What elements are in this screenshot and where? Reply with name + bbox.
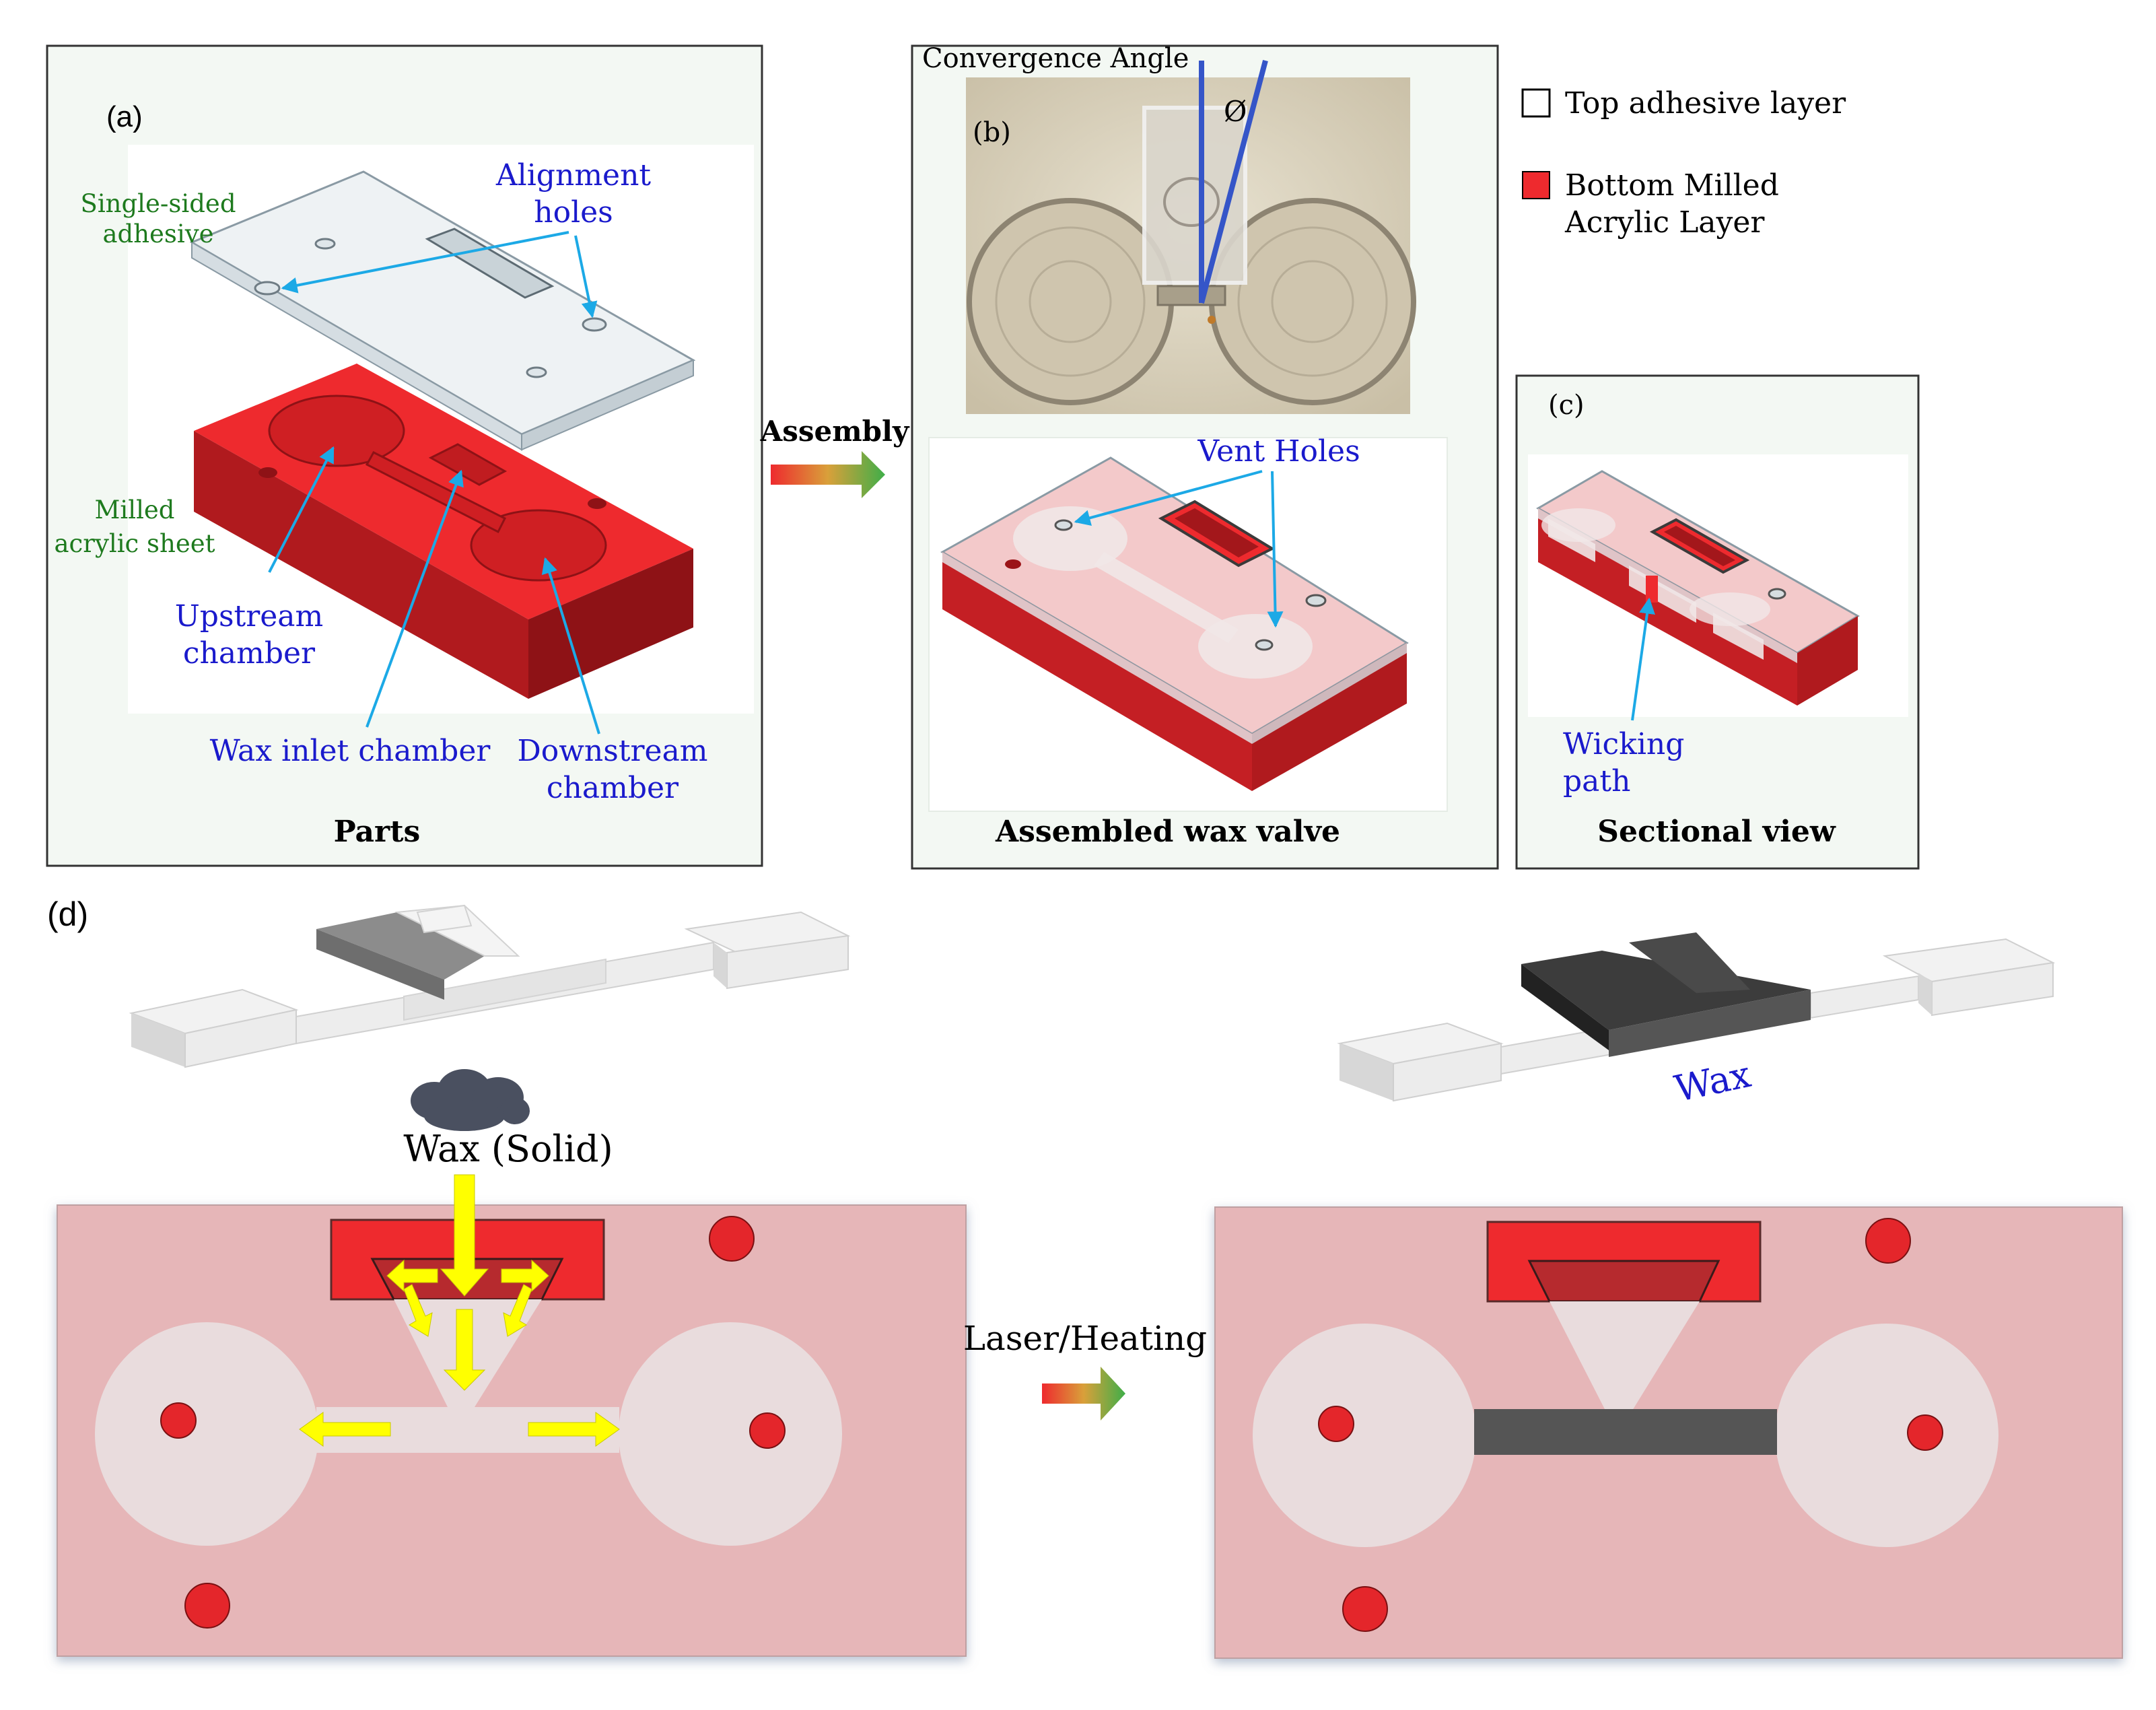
convergence-funnel	[1550, 1301, 1700, 1410]
alignment-label-line1: Alignment	[495, 158, 652, 193]
alignment-hole	[582, 317, 607, 332]
wicking-path-shape	[1646, 576, 1658, 603]
assembled-upstream-chamber	[1013, 506, 1127, 571]
milled-label-line1: Milled	[95, 495, 175, 524]
assembly-arrow-shape	[771, 451, 885, 498]
wax-plug	[1474, 1409, 1777, 1455]
adhesive-slot	[425, 228, 555, 299]
flow-arrow-diag	[403, 1284, 433, 1337]
panel-c-caption: Sectional view	[1597, 815, 1836, 849]
wax-inlet-arrow	[366, 469, 464, 728]
alignment-hole	[526, 366, 547, 378]
flow-arrow-upstream	[299, 1412, 391, 1447]
assembly-arrow: Assembly	[760, 415, 910, 498]
angle-symbol: Ø	[1224, 95, 1247, 128]
panel-b-caption: Assembled wax valve	[995, 815, 1340, 849]
vent-hole	[749, 1412, 786, 1449]
channel-3d-wax	[1337, 932, 2056, 1102]
flow-arrow-down	[440, 1174, 489, 1297]
upstream-chamber-2d	[95, 1322, 318, 1546]
panel-d: (d)	[47, 895, 2123, 1659]
vent-arrow	[1267, 471, 1284, 628]
valve-photo	[966, 59, 1416, 414]
convergence-label: Convergence Angle	[922, 43, 1189, 74]
alignment-hole-2d	[184, 1583, 230, 1629]
alignment-hole	[258, 467, 277, 478]
vent-hole	[1907, 1414, 1943, 1451]
alignment-label-line2: holes	[534, 195, 613, 230]
chip-after-heating	[1214, 1206, 2123, 1659]
upstream-chamber-2d	[1253, 1324, 1476, 1547]
panel-b-label: (b)	[973, 117, 1011, 148]
photo-channel	[1156, 285, 1226, 306]
flow-arrow-downstream	[528, 1412, 620, 1447]
legend-swatch-acrylic	[1522, 171, 1550, 199]
vent-arrow	[1074, 470, 1263, 526]
milled-label-line2: acrylic sheet	[54, 529, 215, 558]
upstream-label-line1: Upstream	[175, 599, 324, 634]
panel-d-label: (d)	[47, 895, 88, 933]
downstream-label-line2: chamber	[547, 771, 679, 805]
channel-3d-empty	[129, 904, 851, 1068]
legend-label-acrylic-line1: Bottom Milled	[1565, 168, 1779, 203]
downstream-label-line1: Downstream	[517, 734, 707, 768]
legend-label-acrylic-line2: Acrylic Layer	[1564, 205, 1765, 240]
wax-solid-cloud	[411, 1069, 530, 1131]
assembled-valve	[940, 456, 1409, 791]
upstream-label-line2: chamber	[183, 636, 316, 671]
adhesive-label-line1: Single-sided	[80, 189, 236, 218]
upstream-chamber	[268, 395, 405, 467]
wax-flow-arrows	[299, 1174, 620, 1447]
wicking-label-line2: path	[1563, 764, 1630, 798]
adhesive-label-line2: adhesive	[102, 219, 213, 248]
heating-label: Laser/Heating	[963, 1319, 1207, 1358]
alignment-hole	[588, 498, 606, 509]
wax-solid-label: Wax (Solid)	[403, 1128, 613, 1170]
vent-hole	[1318, 1406, 1354, 1442]
downstream-chamber-2d	[1775, 1324, 1998, 1547]
panel-a-caption: Parts	[334, 815, 421, 849]
downstream-arrow	[541, 557, 600, 734]
legend-swatch-adhesive	[1521, 88, 1551, 118]
alignment-hole-2d	[1865, 1218, 1911, 1264]
alignment-hole-2d	[709, 1216, 755, 1262]
legend: Top adhesive layer Bottom Milled Acrylic…	[1521, 86, 1846, 240]
panel-b: Convergence Angle Ø (b) Vent Holes Assem…	[911, 43, 1499, 870]
panel-c: (c) Wicking path Sectional view	[1515, 374, 1920, 870]
adhesive-sheet	[189, 170, 696, 451]
wicking-arrow	[1631, 597, 1655, 721]
alignment-arrow	[574, 235, 598, 318]
wax-inlet-label: Wax inlet chamber	[210, 734, 491, 768]
assembly-label: Assembly	[760, 415, 910, 448]
chip-before-heating	[57, 1204, 967, 1657]
flow-arrow-diag	[503, 1284, 532, 1337]
convergence-line	[1199, 59, 1268, 304]
downstream-chamber-2d	[619, 1322, 842, 1546]
upstream-arrow	[268, 446, 335, 573]
channel	[365, 451, 507, 534]
milled-acrylic-block	[194, 364, 693, 699]
legend-label-adhesive: Top adhesive layer	[1565, 86, 1846, 121]
sectional-block	[1535, 470, 1860, 706]
panel-a-label: (a)	[106, 100, 143, 133]
alignment-hole-2d	[1342, 1586, 1388, 1632]
vent-hole	[160, 1402, 197, 1439]
vent-label: Vent Holes	[1197, 434, 1360, 469]
panel-a: (a) Single-sided	[46, 44, 763, 867]
alignment-hole	[254, 281, 281, 296]
alignment-hole	[314, 238, 336, 250]
panel-c-label: (c)	[1548, 390, 1585, 421]
photo-upstream-chamber	[967, 198, 1174, 405]
flow-arrow-right	[501, 1259, 549, 1293]
wax-label: Wax	[1671, 1053, 1754, 1110]
flow-arrow-left	[386, 1259, 438, 1293]
heating-arrow	[1042, 1367, 1125, 1421]
flow-arrow-down	[443, 1309, 486, 1391]
downstream-chamber	[470, 509, 607, 582]
wicking-label-line1: Wicking	[1563, 727, 1684, 761]
alignment-arrow	[281, 231, 569, 294]
